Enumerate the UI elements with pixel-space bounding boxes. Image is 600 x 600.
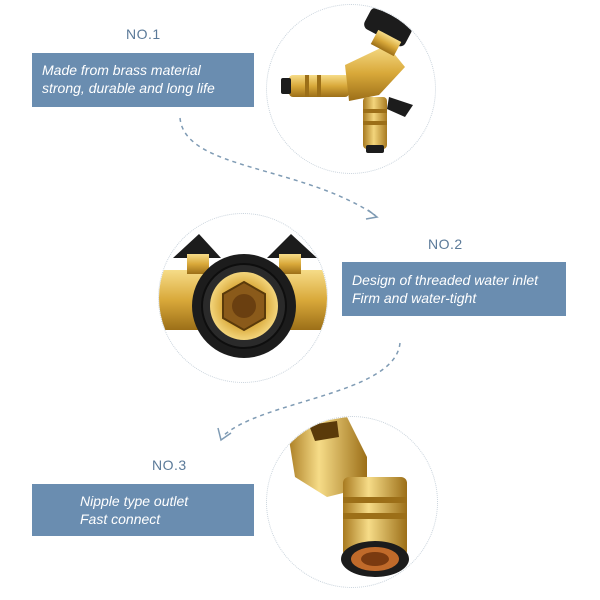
feature-2-heading: NO.2 [428,236,463,252]
feature-1-box: Made from brass material strong, durable… [32,53,254,107]
feature-3-heading: NO.3 [152,457,187,473]
nipple-outlet-brass-icon [287,417,409,577]
feature-1-heading: NO.1 [126,26,161,42]
feature-1-line-1: Made from brass material [42,62,201,78]
feature-1-line-2: strong, durable and long life [42,80,215,96]
arrow-1-to-2 [179,117,376,216]
feature-3-line-2: Fast connect [80,511,161,527]
arrow-2-to-3 [221,342,401,438]
feature-3-box: Nipple type outlet Fast connect [32,484,254,536]
feature-2-line-1: Design of threaded water inlet [352,272,538,288]
feature-3-product-image [266,416,438,588]
feature-2-line-2: Firm and water-tight [352,290,477,306]
threaded-inlet-brass-icon [159,234,327,358]
feature-2-box: Design of threaded water inlet Firm and … [342,262,566,316]
feature-3-line-1: Nipple type outlet [80,493,189,509]
feature-2-product-image [158,213,328,383]
feature-1-product-image [266,4,436,174]
y-splitter-valve-brass-icon [281,7,413,153]
